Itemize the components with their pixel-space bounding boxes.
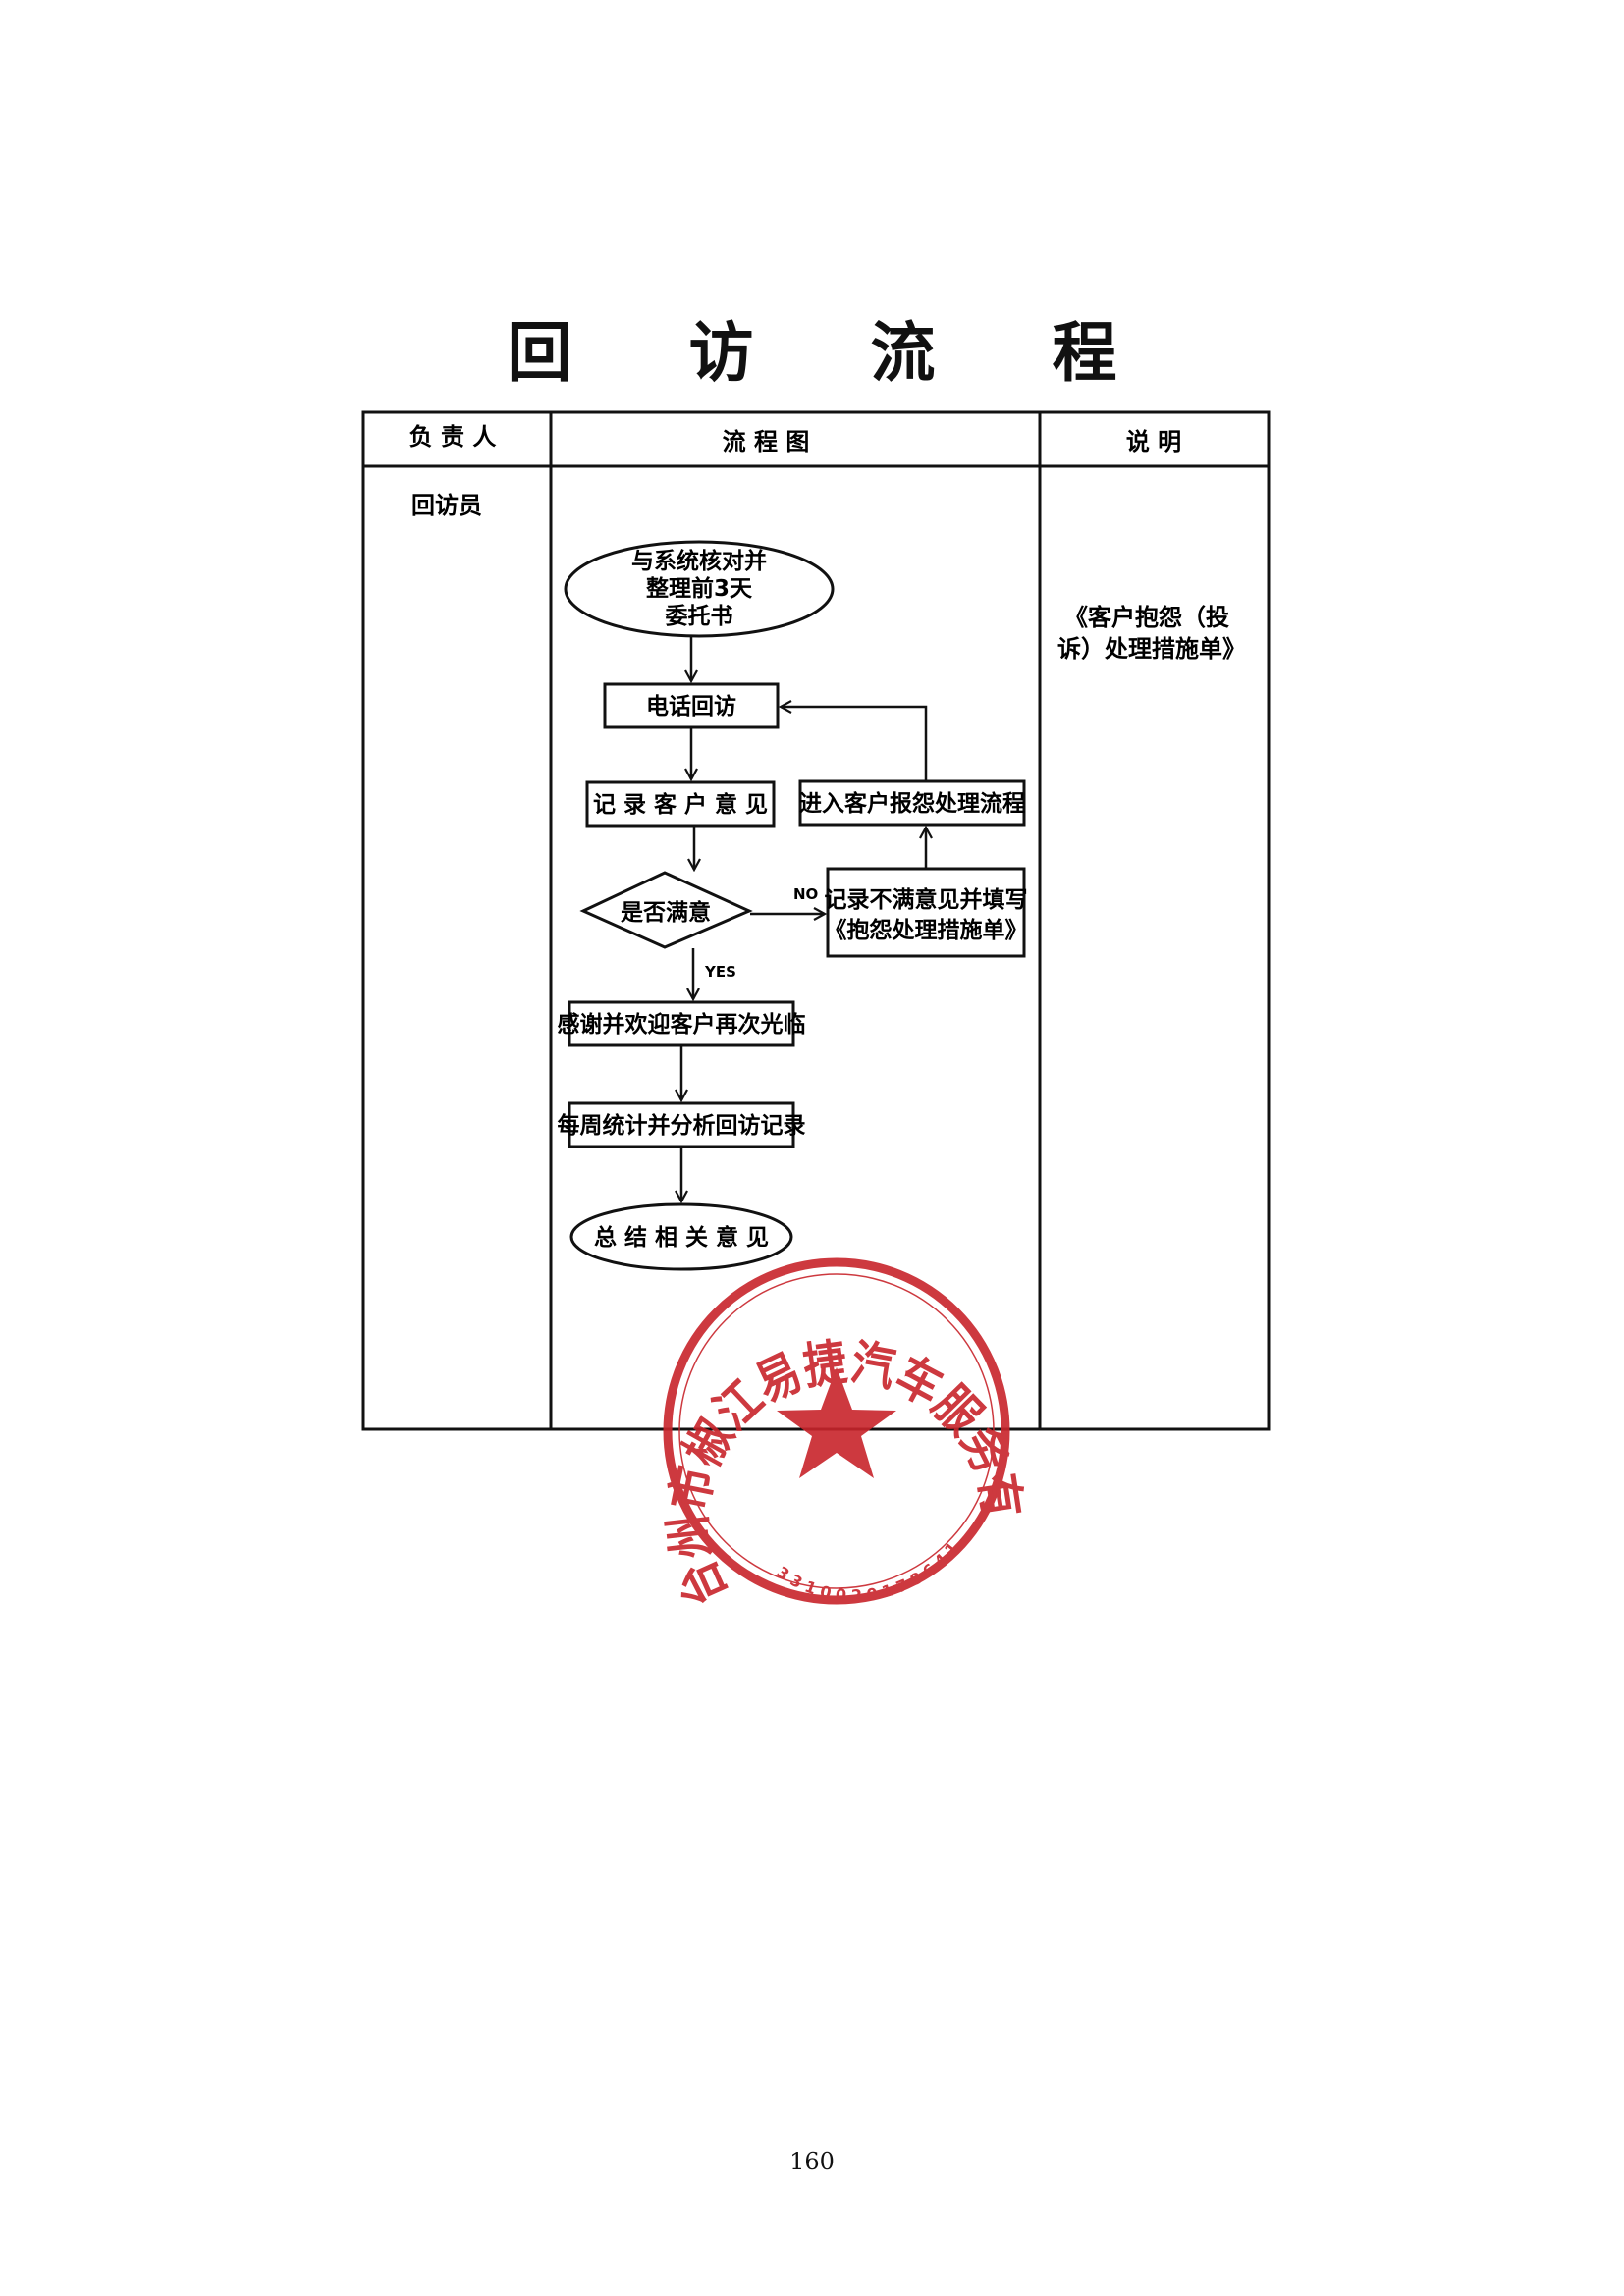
record-opinion-node: 记 录 客 户 意 见 [585, 780, 776, 828]
unsatisfied-line-2: 《抱怨处理措施单》 [825, 917, 1028, 943]
unsatisfied-line-1: 记录不满意见并填写 [825, 886, 1028, 913]
weekly-stats-label: 每周统计并分析回访记录 [558, 1112, 806, 1139]
complaint-process-node: 进入客户报怨处理流程 [798, 779, 1026, 827]
decision-label: 是否满意 [621, 899, 711, 926]
start-line-2: 整理前3天 [646, 575, 753, 602]
start-line-3: 委托书 [665, 604, 733, 629]
flow-arrows [681, 637, 926, 1201]
responsible-role: 回访员 [411, 492, 482, 519]
seal-ring [663, 1257, 1010, 1605]
page-title: 回 访 流 程 [507, 315, 1164, 391]
header-notes: 说 明 [1126, 428, 1181, 455]
decision-node: 是否满意 [579, 871, 753, 949]
thanks-node: 感谢并欢迎客户再次光临 [558, 1000, 806, 1047]
end-node: 总 结 相 关 意 见 [569, 1202, 793, 1271]
complaint-process-label: 进入客户报怨处理流程 [799, 790, 1025, 817]
header-flowchart: 流 程 图 [723, 428, 810, 455]
phone-visit-label: 电话回访 [646, 694, 736, 720]
note-line-2: 诉）处理措施单》 [1057, 635, 1246, 663]
record-opinion-label: 记 录 客 户 意 见 [593, 791, 768, 818]
no-label: NO [793, 885, 818, 903]
header-responsible: 负 责 人 [409, 423, 497, 451]
start-line-1: 与系统核对并 [631, 548, 767, 574]
yes-label: YES [704, 963, 736, 981]
weekly-stats-node: 每周统计并分析回访记录 [558, 1101, 806, 1148]
star-icon [777, 1367, 896, 1478]
note-line-1: 《客户抱怨（投 [1064, 604, 1229, 631]
phone-visit-node: 电话回访 [603, 682, 780, 729]
start-node: 与系统核对并 整理前3天 委托书 [564, 540, 835, 638]
thanks-label: 感谢并欢迎客户再次光临 [558, 1011, 806, 1038]
end-label: 总 结 相 关 意 见 [594, 1224, 769, 1251]
unsatisfied-record-node: 记录不满意见并填写 《抱怨处理措施单》 [825, 867, 1028, 958]
page-number: 160 [789, 2148, 835, 2175]
